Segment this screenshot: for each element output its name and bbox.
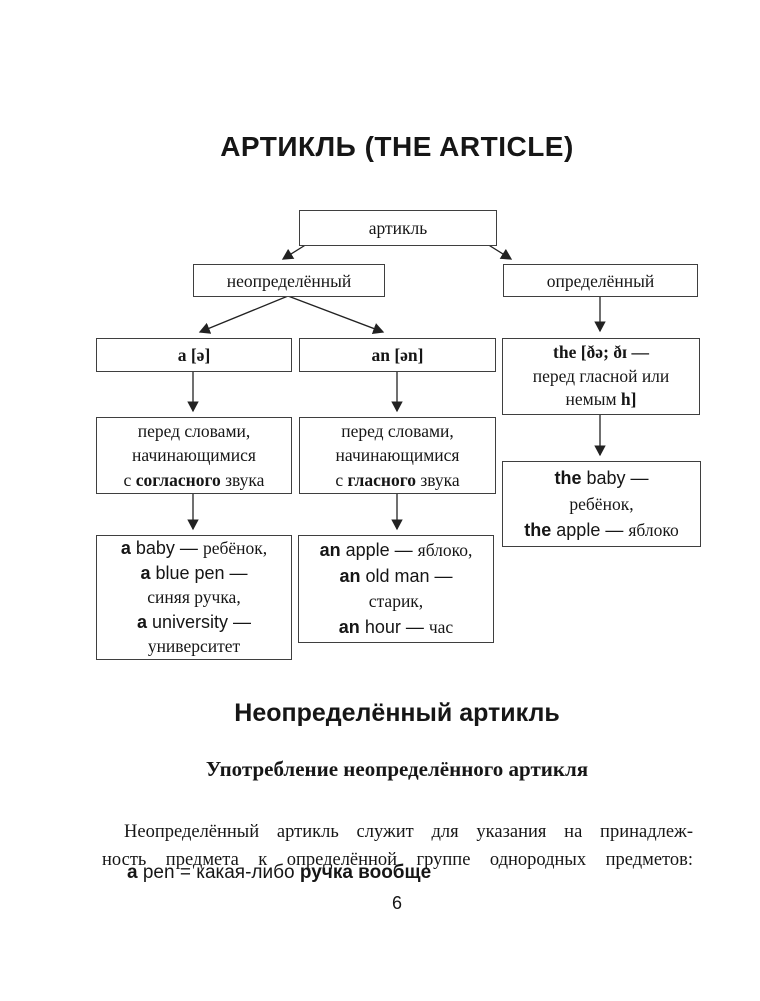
arrow-article-to-indefinite — [281, 243, 308, 260]
node-article-a: a [ə] — [96, 338, 292, 372]
intro-line: Неопределённый артикль служит для указан… — [124, 821, 693, 842]
node-article-an: an [ən] — [299, 338, 496, 372]
arrow-indefinite-to-an — [287, 295, 385, 335]
node-article: артикль — [299, 210, 497, 246]
node-indefinite-article: неопределённый — [193, 264, 385, 297]
node-a-examples: a baby — ребёнок,a blue pen —синяя ручка… — [96, 535, 292, 660]
page-title: АРТИКЛЬ (THE ARTICLE) — [220, 131, 574, 162]
usage-example: a pen = какая-либо ручка вообще — [127, 862, 432, 883]
page-number: 6 — [391, 893, 402, 913]
section-heading: Неопределённый артикль — [234, 699, 560, 727]
section-subheading: Употребление неопределённого артикля — [205, 757, 589, 781]
node-the-examples: the baby — ребёнок,the apple — яблоко — [502, 461, 701, 547]
node-definite-article: определённый — [503, 264, 698, 297]
node-an-examples: an apple — яблоко,an old man —старик,an … — [298, 535, 494, 643]
intro-line: ность предмета к определённой группе одн… — [102, 849, 693, 870]
arrow-article-to-definite — [486, 243, 513, 260]
intro-paragraph: Неопределённый артикль служит для указан… — [102, 818, 693, 874]
arrow-indefinite-to-a — [198, 295, 289, 334]
article-flowchart: артикль неопределённый определённый a [ə… — [96, 210, 701, 660]
